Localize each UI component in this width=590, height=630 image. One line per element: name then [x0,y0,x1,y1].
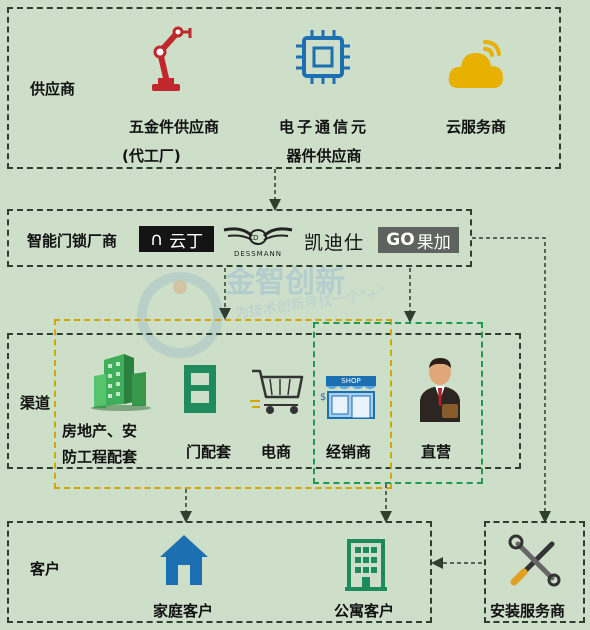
tools-icon [508,534,561,588]
dealer-label: 经销商 [326,443,372,461]
arrow-manufacturers-to-installation [472,237,551,523]
house-icon [158,533,210,587]
hardware-supplier-label: 五金件供应商 (代工厂) [122,118,219,165]
brand-yunding-text: 云丁 [169,231,204,252]
businessman-icon [414,356,466,422]
watermark-text: 金智创新 [225,265,345,300]
channels-yellow-group [54,319,392,489]
brand-guojia-latin: GO [386,230,415,250]
svg-text:$: $ [320,392,326,403]
channels-box [7,333,521,469]
apartment-icon [343,535,389,591]
ecommerce-label: 电商 [261,443,292,461]
channels-green-group [313,322,483,484]
suppliers-title: 供应商 [30,80,76,98]
shop-icon: $ SHOP [318,370,384,422]
door-icon [178,363,222,415]
buildings-icon [88,350,154,411]
cloud-icon [447,38,507,90]
yunding-mark-icon: ∩ [149,228,164,250]
direct-label: 直营 [421,443,452,461]
apartment-customer-label: 公寓客户 [334,602,395,620]
chip-icon [294,28,352,86]
brand-dessmann-logo: D DESSMANN [222,222,294,262]
manufacturers-title: 智能门锁厂商 [27,232,118,250]
suppliers-box [7,7,561,169]
electronics-supplier-label: 电子通信元 器件供应商 [278,118,369,165]
shopping-cart-icon [250,367,306,415]
brand-guojia-cn: 果加 [416,232,451,253]
brand-kaadas-text: 凯迪仕 [304,232,365,254]
real-estate-label: 房地产、安 防工程配套 [62,422,138,466]
shop-sign-text: SHOP [341,377,361,385]
installation-box [484,521,585,623]
brand-dessmann-text: DESSMANN [233,250,282,258]
brand-guojia-logo: GO 果加 [378,227,459,253]
brand-yunding-logo: ∩ 云丁 [139,226,214,252]
customers-title: 客户 [30,560,61,578]
svg-text:D: D [253,234,258,242]
channels-title: 渠道 [20,394,51,412]
robot-arm-icon [148,24,198,94]
cloud-supplier-label: 云服务商 [446,118,507,136]
door-oem-label: 门配套 [186,443,232,461]
home-customer-label: 家庭客户 [153,602,214,620]
installation-label: 安装服务商 [490,602,566,620]
watermark: 金智创新 为技术创新寻找一个“+” [137,255,440,365]
manufacturers-box [7,209,472,267]
customers-box [7,521,432,623]
